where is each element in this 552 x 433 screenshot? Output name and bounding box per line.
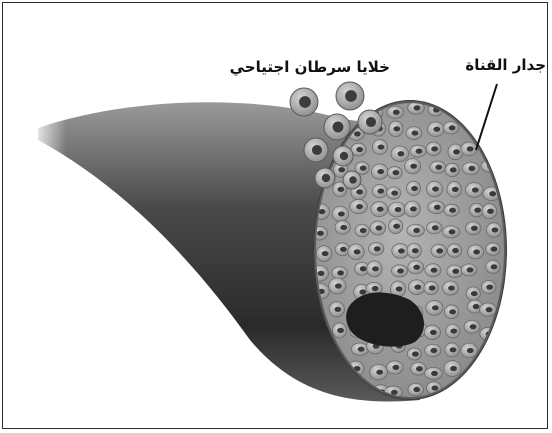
invasive-cancer-cells-label: خلايا سرطان اجتياحي: [230, 58, 390, 76]
duct-wall-pointer: [476, 84, 497, 150]
duct-wall-label: جدار القناة: [465, 56, 546, 74]
